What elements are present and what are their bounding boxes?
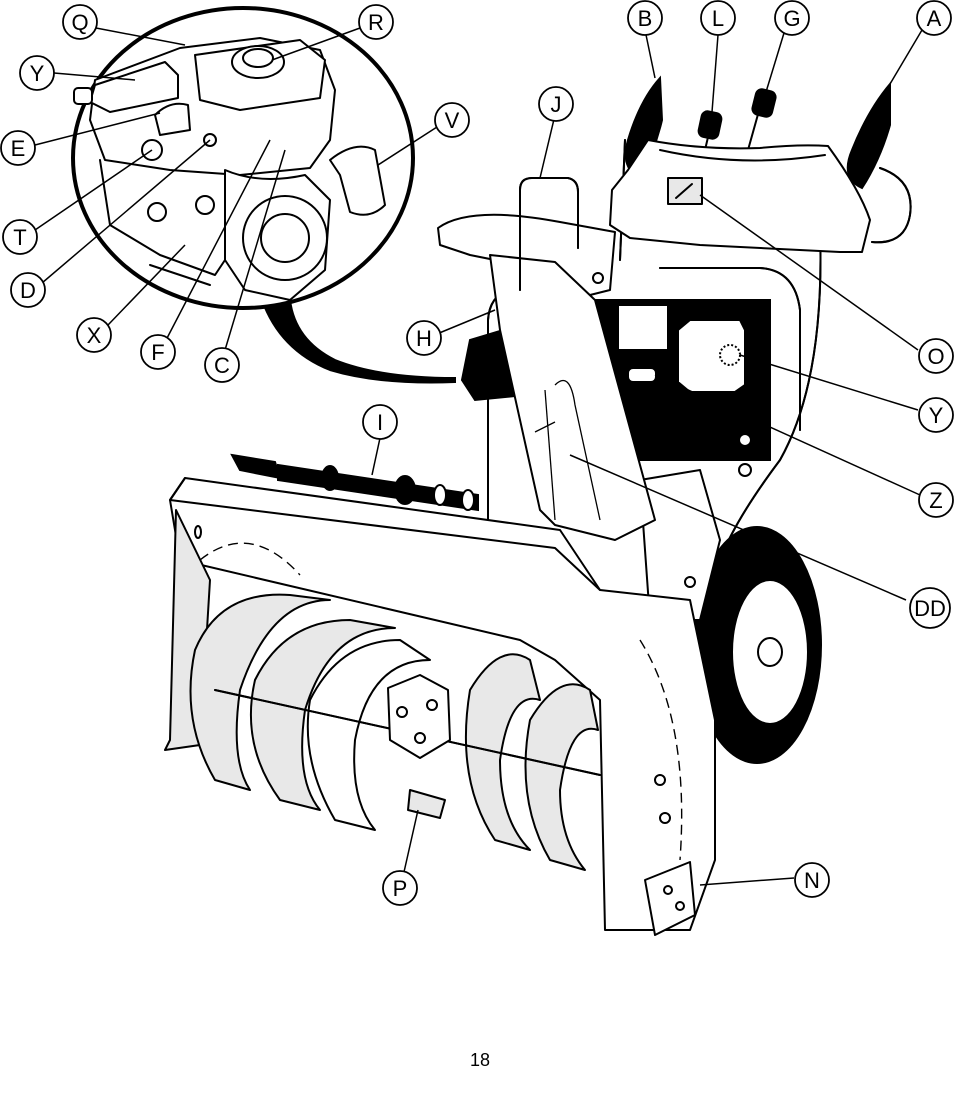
callout-Y-filter: Y [918,397,954,433]
callout-T: T [2,219,38,255]
callout-X: X [76,317,112,353]
housing-top-edge [169,477,601,591]
engine-closeup [73,37,386,301]
callout-V: V [434,102,470,138]
callout-N: N [794,862,830,898]
auger-shaft [230,453,479,512]
callout-Z: Z [918,482,954,518]
callout-G-label: G [783,6,800,31]
callout-O: O [918,338,954,374]
callout-P: P [382,870,418,906]
callout-DD-label: DD [914,596,946,621]
callout-Z-label: Z [929,488,942,513]
callout-B: B [627,0,663,36]
control-levers [697,88,777,151]
dash-panel [609,139,871,253]
callout-D-label: D [20,278,36,303]
callout-D: D [10,272,46,308]
callout-A: A [916,0,952,36]
auger-housing [169,477,716,931]
callout-Q-label: Q [71,10,88,35]
discharge-chute [437,213,656,541]
callout-R-label: R [368,10,384,35]
snow-thrower-illustration [164,75,912,936]
callout-L: L [700,0,736,36]
callout-Y-filter-label: Y [929,403,944,428]
callout-V-label: V [445,108,460,133]
callout-A-label: A [927,6,942,31]
leader-lines [34,27,923,886]
auger-blades [189,593,601,871]
engine-cover-block [677,319,746,393]
callout-E-label: E [11,136,26,161]
inset-pointer-tail [260,299,456,384]
callout-H-label: H [416,326,432,351]
callout-X-label: X [87,323,102,348]
right-handle-grip [846,81,891,190]
callout-C: C [204,347,240,383]
callout-N-label: N [804,868,820,893]
callout-H: H [406,320,442,356]
callout-I-label: I [377,410,383,435]
skid-shoe [644,861,696,936]
callout-R: R [358,4,394,40]
callout-T-label: T [13,225,26,250]
engine-detail-inset [71,6,456,384]
callout-J: J [538,86,574,122]
callout-F: F [140,334,176,370]
callout-C-label: C [214,353,230,378]
wheel [692,526,822,764]
callout-G: G [774,0,810,36]
page-number: 18 [469,1050,491,1070]
callout-Q: Q [62,4,98,40]
callout-DD: DD [909,587,951,629]
callout-L-label: L [712,6,724,31]
callout-E: E [0,130,36,166]
callout-J-label: J [551,92,562,117]
callout-Y-engine-label: Y [30,61,45,86]
callout-Y-engine: Y [19,55,55,91]
callout-O-label: O [927,344,944,369]
callout-F-label: F [151,340,164,365]
callout-B-label: B [638,6,653,31]
callout-P-label: P [393,876,408,901]
callout-I: I [362,404,398,440]
